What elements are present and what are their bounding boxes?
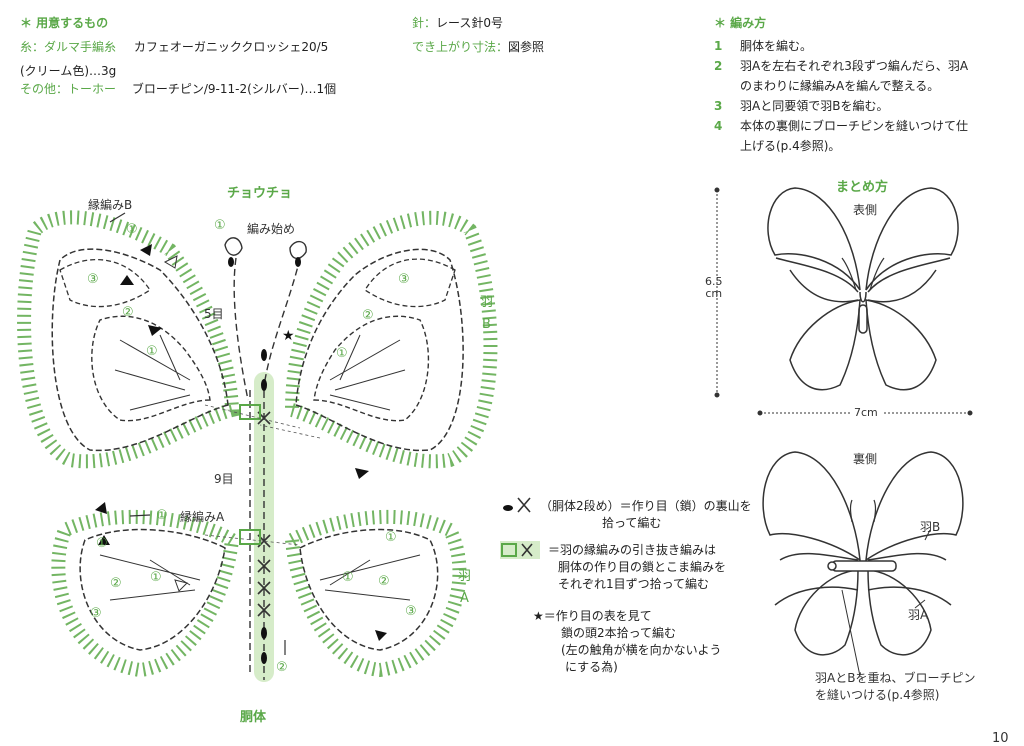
start-label: 編み始め <box>247 222 296 236</box>
body-stitches <box>239 404 271 617</box>
width-dimension: 7cm <box>850 406 882 419</box>
body-dots <box>228 257 301 664</box>
wing-a-label: 羽 A <box>458 569 472 606</box>
other-value: ブローチピン/9-11-2(シルバー)…1個 <box>131 82 337 96</box>
row-1-marker: ① <box>146 344 158 359</box>
size-value: 図参照 <box>508 40 545 54</box>
legend-2: ＝羽の縁編みの引き抜き編みは 胴体の作り目の鎖とこま編みを それぞれ1目ずつ拾っ… <box>548 543 727 591</box>
step-4-cont: 上げる(p.4参照)。 <box>740 139 841 153</box>
row-1-marker: ① <box>96 536 108 551</box>
size-line: でき上がり寸法：図参照 <box>412 38 544 55</box>
row-1-marker: ① <box>336 346 348 361</box>
needle-line: 針：レース針0号 <box>412 14 503 31</box>
wing-b-left <box>17 210 240 469</box>
finish-front-butterfly <box>767 187 959 391</box>
finish-back-butterfly <box>762 451 964 656</box>
svg-text:★: ★ <box>282 328 295 344</box>
other-line: その他：トーホー ブローチピン/9-11-2(シルバー)…1個 <box>20 80 336 97</box>
legend-1: （胴体2段め）＝作り目（鎖）の裏山を 拾って編む <box>540 499 752 530</box>
yarn-color: (クリーム色)…3g <box>20 64 117 78</box>
yarn-line: 糸：ダルマ手編糸 カフェオーガニッククロッシェ20/5 <box>20 38 328 55</box>
row-1-marker: ① <box>126 222 138 237</box>
yarn-label: 糸：ダルマ手編糸 <box>20 40 117 54</box>
wing-a-right <box>284 509 467 678</box>
wing-b-right <box>284 210 498 469</box>
back-wing-a-label: 羽A <box>908 608 929 622</box>
size-label: でき上がり寸法： <box>412 40 509 54</box>
row-3-marker: ③ <box>87 272 99 287</box>
back-label: 裏側 <box>853 452 878 466</box>
row-2-marker: ② <box>378 574 390 589</box>
row-2-marker: ② <box>122 305 134 320</box>
front-label: 表側 <box>853 203 878 217</box>
finish-note: 羽AとBを重ね、ブローチピン を縫いつける(p.4参照) <box>815 671 976 702</box>
legend-icons <box>500 497 540 559</box>
needle-label: 針： <box>412 16 437 30</box>
needle-value: レース針0号 <box>436 16 504 30</box>
step-2-cont: のまわりに縁編みAを編んで整える。 <box>740 79 940 93</box>
row-2-marker: ② <box>110 576 122 591</box>
nine-label: 9目 <box>214 472 234 486</box>
steps-heading: ＊ 編み方 <box>714 16 767 30</box>
wing-a-left <box>51 509 240 678</box>
row-3-marker: ③ <box>90 606 102 621</box>
edge-a-label: 縁編みA <box>180 510 225 524</box>
row-1-marker: ① <box>385 530 397 545</box>
other-label: その他：トーホー <box>20 82 117 96</box>
edge-b-label: 縁編みB <box>88 198 133 212</box>
row-1-marker: ① <box>342 570 354 585</box>
back-wing-b-label: 羽B <box>920 520 941 534</box>
height-dimension: 6.5 cm <box>705 275 723 300</box>
yarn-value: カフェオーガニッククロッシェ20/5 <box>133 40 329 54</box>
legend-3: ★＝作り目の表を見て 鎖の頭2本拾って編む (左の触角が横を向かないよう にする… <box>533 609 722 674</box>
body-chain <box>224 237 307 680</box>
row-2-marker: ② <box>362 308 374 323</box>
body-row-2-marker: ② <box>276 660 288 675</box>
row-1-marker: ① <box>150 570 162 585</box>
page-number: 10 <box>992 731 1009 746</box>
body-label: 胴体 <box>240 710 267 725</box>
row-1-marker: ① <box>156 508 168 523</box>
wing-b-label: 羽 B <box>480 295 494 332</box>
diagram-title: チョウチョ <box>227 186 293 201</box>
row-3-marker: ③ <box>398 272 410 287</box>
row-3-marker: ③ <box>405 604 417 619</box>
materials-heading: ＊ 用意するもの <box>20 16 109 30</box>
finish-title: まとめ方 <box>836 180 889 195</box>
start-marker: ① <box>214 218 226 233</box>
five-label: 5目 <box>204 307 224 321</box>
